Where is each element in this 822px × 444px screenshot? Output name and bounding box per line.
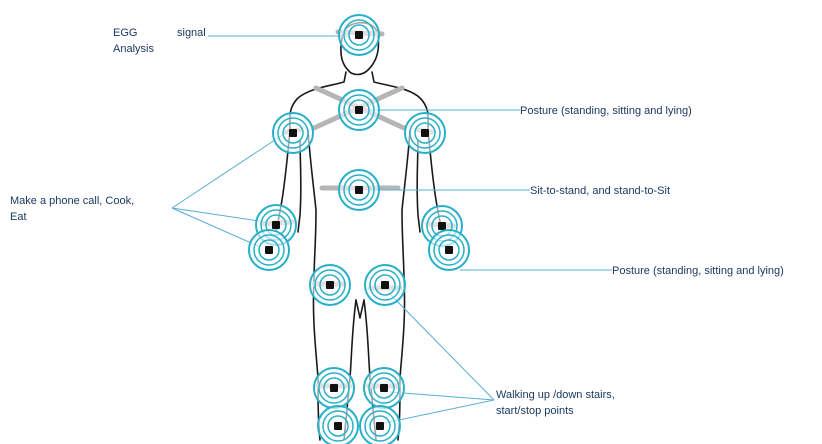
posture-label-top: Posture (standing, sitting and lying)	[520, 105, 692, 117]
signal-label: signal	[177, 27, 206, 39]
egg-label-line2: Analysis	[113, 43, 154, 55]
sensor-chip-icon	[330, 384, 338, 392]
right-hand-sensor	[429, 230, 469, 270]
human-body-outline	[276, 23, 442, 440]
right-shoulder-sensor	[405, 113, 445, 153]
waist-sensor	[339, 170, 379, 210]
head-sensor	[339, 15, 379, 55]
left-knee-sensor	[310, 265, 350, 305]
sensor-chip-icon	[334, 422, 342, 430]
sensor-chip-icon	[272, 221, 280, 229]
sensor-chip-icon	[265, 246, 273, 254]
posture-label-bottom: Posture (standing, sitting and lying)	[612, 265, 784, 277]
sensor-chip-icon	[326, 281, 334, 289]
walking-label-line1: Walking up /down stairs,	[496, 389, 615, 401]
left-foot-sensor	[318, 406, 358, 444]
sit-to-stand-label: Sit-to-stand, and stand-to-Sit	[530, 185, 670, 197]
sensor-chip-icon	[381, 281, 389, 289]
sensor-chip-icon	[421, 129, 429, 137]
left-hand-sensor	[249, 230, 289, 270]
sensor-chip-icon	[438, 222, 446, 230]
sensor-chip-icon	[355, 106, 363, 114]
sensor-chip-icon	[376, 422, 384, 430]
sensor-chip-icon	[355, 186, 363, 194]
sensor-chip-icon	[445, 246, 453, 254]
right-knee-sensor	[365, 265, 405, 305]
chest-sensor	[339, 90, 379, 130]
right-foot-sensor	[360, 406, 400, 444]
sensor-chip-icon	[355, 31, 363, 39]
phone-label-line2: Eat	[10, 211, 27, 223]
egg-label-line1: EGG	[113, 27, 137, 39]
sensor-chip-icon	[289, 129, 297, 137]
sensor-chip-icon	[380, 384, 388, 392]
right-ankle-sensor	[364, 368, 404, 408]
phone-label-line1: Make a phone call, Cook,	[10, 195, 134, 207]
walking-label-line2: start/stop points	[496, 405, 574, 417]
left-shoulder-sensor	[273, 113, 313, 153]
left-ankle-sensor	[314, 368, 354, 408]
